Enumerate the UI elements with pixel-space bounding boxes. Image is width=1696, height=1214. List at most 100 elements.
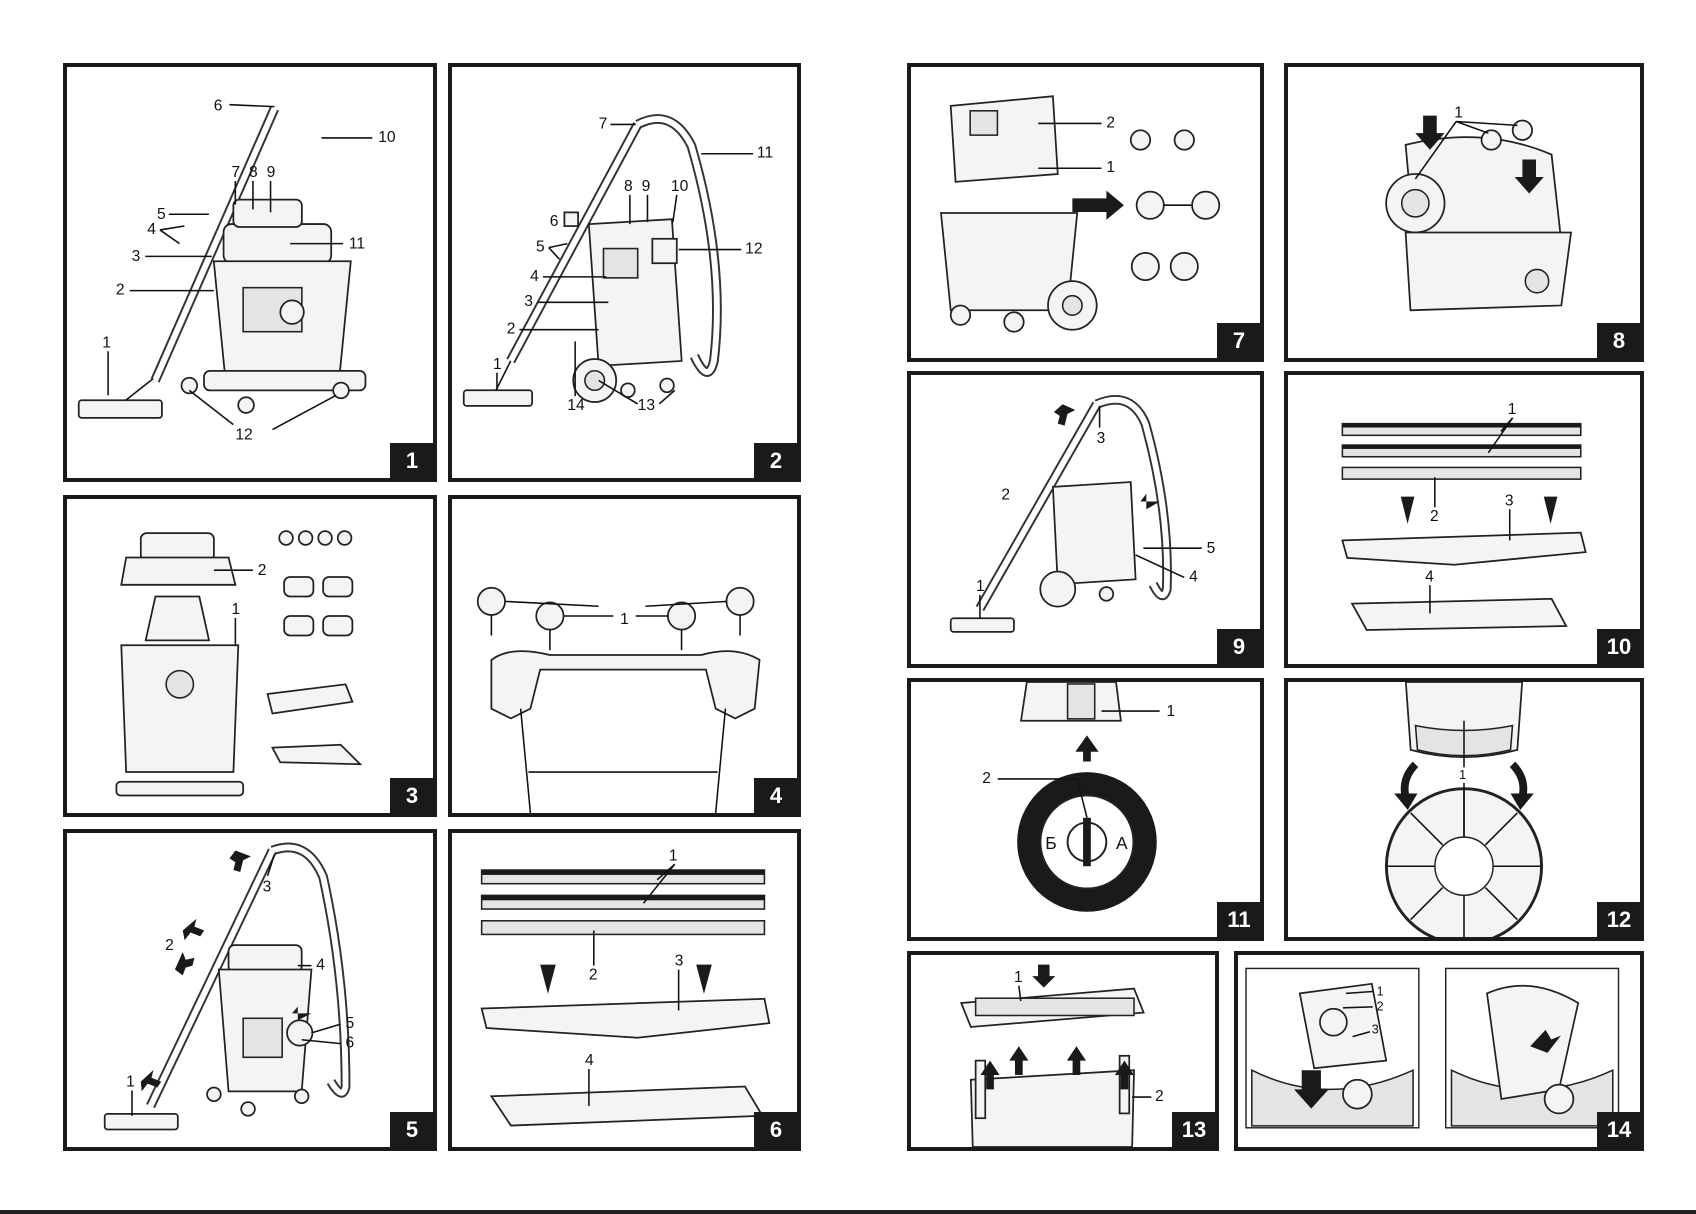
dial-right-label: А (1116, 833, 1128, 853)
figure-number-badge: 4 (754, 778, 798, 814)
callout-label: 4 (316, 957, 325, 974)
filter-bag-illustration: 1 (1288, 682, 1640, 937)
callout-label: 1 (1459, 768, 1466, 782)
callout-label: 1 (1014, 969, 1023, 986)
callout-label: 3 (1097, 430, 1106, 447)
callout-label: 6 (346, 1035, 355, 1052)
callout-label: 1 (126, 1074, 135, 1091)
vacuum-overview-illustration: 6 10 7 8 9 11 5 4 3 2 1 12 (67, 67, 433, 478)
callout-label: 12 (745, 240, 762, 257)
callout-label: 12 (235, 426, 252, 443)
callout-label: 3 (132, 248, 141, 265)
callout-label: 2 (1106, 114, 1115, 131)
callout-label: 9 (642, 178, 651, 195)
callout-label: 1 (231, 601, 240, 618)
callout-label: 2 (1377, 1000, 1384, 1014)
callout-label: 1 (102, 334, 111, 351)
figure-panel-14: 1 2 3 14 (1234, 951, 1644, 1151)
caster-install-illustration: 1 (452, 499, 797, 813)
vacuum-overview-illustration: 7 11 8 9 10 12 6 5 4 3 2 1 14 13 (452, 67, 797, 478)
callout-label: 2 (116, 282, 125, 299)
callout-label: 14 (567, 397, 585, 414)
wheel-attach-illustration: 1 (1288, 67, 1640, 358)
callout-label: 8 (624, 178, 633, 195)
hose-assembly-illustration: 3 2 4 5 6 1 (67, 833, 433, 1147)
callout-label: 4 (530, 268, 539, 285)
wheel-install-illustration: 2 1 (911, 67, 1260, 358)
callout-label: 5 (346, 1015, 355, 1032)
callout-label: 3 (1505, 492, 1514, 509)
callout-label: 1 (1106, 159, 1115, 176)
figure-panel-11: Б А 1 2 11 (907, 678, 1264, 941)
callout-label: 5 (1207, 540, 1216, 557)
caster-wheels-group (279, 531, 351, 545)
figure-panel-12: 1 12 (1284, 678, 1644, 941)
nozzle-strips-illustration: 1 2 3 4 (1288, 375, 1640, 664)
figure-panel-3: 2 1 3 (63, 495, 437, 817)
figure-number-badge: 7 (1217, 323, 1261, 359)
figure-number-badge: 1 (390, 443, 434, 479)
figure-number-badge: 2 (754, 443, 798, 479)
callout-label: 10 (671, 178, 689, 195)
callout-label: 2 (507, 321, 516, 338)
callout-label: 1 (976, 578, 985, 595)
figure-panel-8: 1 8 (1284, 63, 1644, 362)
callout-label: 11 (757, 145, 773, 162)
callout-label: 1 (620, 611, 629, 628)
cartridge-filter-illustration: 1 2 (911, 955, 1215, 1147)
filter-lock-dial-illustration: Б А 1 2 (911, 682, 1260, 937)
callout-label: 3 (524, 293, 533, 310)
callout-label: 6 (550, 213, 559, 230)
callout-label: 7 (231, 164, 240, 181)
figure-panel-2: 7 11 8 9 10 12 6 5 4 3 2 1 14 13 2 (448, 63, 801, 482)
figure-panel-1: 6 10 7 8 9 11 5 4 3 2 1 12 1 (63, 63, 437, 482)
callout-label: 5 (157, 206, 166, 223)
callout-label: 2 (982, 770, 991, 787)
callout-label: 3 (263, 879, 272, 896)
figure-number-badge: 3 (390, 778, 434, 814)
figure-number-badge: 13 (1172, 1112, 1216, 1148)
callout-label: 2 (1430, 508, 1439, 525)
callout-label: 1 (1377, 984, 1384, 998)
figure-number-badge: 9 (1217, 629, 1261, 665)
dial-left-label: Б (1045, 833, 1056, 853)
callout-label: 4 (1189, 568, 1198, 585)
figure-number-badge: 14 (1597, 1112, 1641, 1148)
callout-label: 1 (1508, 401, 1517, 418)
callout-label: 4 (585, 1052, 594, 1069)
figure-number-badge: 5 (390, 1112, 434, 1148)
callout-label: 10 (378, 129, 396, 146)
figure-number-badge: 6 (754, 1112, 798, 1148)
page-bottom-rule (0, 1210, 1696, 1214)
figure-number-badge: 8 (1597, 323, 1641, 359)
figure-panel-7: 2 1 7 (907, 63, 1264, 362)
callout-label: 2 (1001, 487, 1010, 504)
callout-label: 5 (536, 238, 545, 255)
figure-number-badge: 10 (1597, 629, 1641, 665)
callout-label: 9 (267, 164, 276, 181)
unpacked-parts-illustration: 2 1 (67, 499, 433, 813)
hose-connect-illustration: 3 2 5 4 1 (911, 375, 1260, 664)
callout-label: 1 (669, 847, 678, 864)
figure-number-badge: 12 (1597, 902, 1641, 938)
figure-number-badge: 11 (1217, 902, 1261, 938)
callout-label: 7 (599, 115, 608, 132)
callout-label: 8 (249, 164, 258, 181)
callout-label: 1 (1166, 703, 1175, 720)
callout-label: 11 (349, 236, 365, 253)
callout-label: 1 (1454, 105, 1463, 122)
figure-panel-5: 3 2 4 5 6 1 5 (63, 829, 437, 1151)
callout-label: 13 (638, 397, 655, 414)
nozzle-strips-illustration: 1 2 3 4 (452, 833, 797, 1147)
figure-panel-10: 1 2 3 4 10 (1284, 371, 1644, 668)
dust-bag-illustration: 1 2 3 (1238, 955, 1640, 1147)
callout-label: 2 (1155, 1088, 1164, 1105)
figure-panel-13: 1 2 13 (907, 951, 1219, 1151)
callout-label: 1 (493, 356, 502, 373)
callout-label: 4 (147, 221, 156, 238)
callout-label: 2 (165, 937, 174, 954)
figure-panel-9: 3 2 5 4 1 9 (907, 371, 1264, 668)
callout-label: 3 (1372, 1023, 1379, 1037)
callout-label: 2 (258, 562, 267, 579)
callout-label: 4 (1425, 568, 1434, 585)
